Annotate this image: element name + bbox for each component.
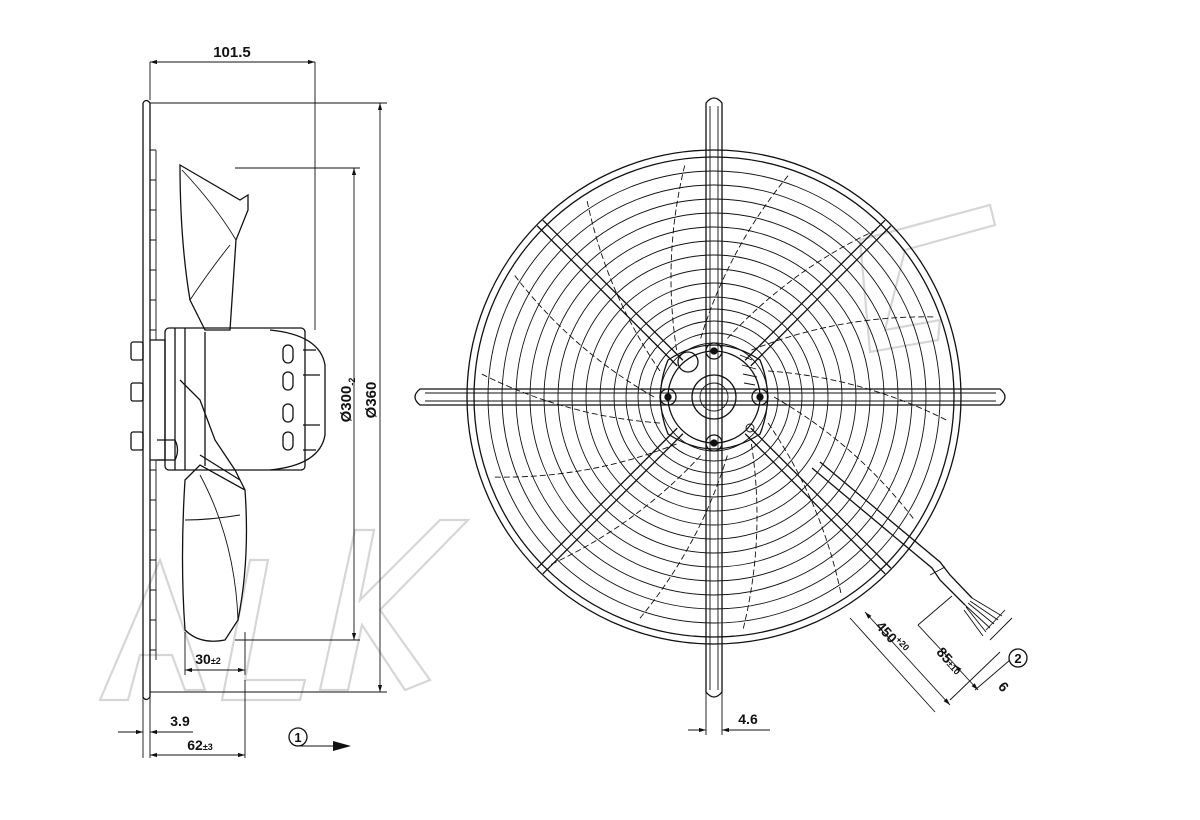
- dim-d360: Ø360: [363, 382, 380, 419]
- side-view: 101.5 Ø300-2 Ø360 30±2 3.9 62±3: [118, 44, 387, 758]
- guard-spoke: [536, 427, 684, 575]
- guard-ring: [557, 240, 871, 554]
- blade-sweep-line: [742, 443, 758, 631]
- guard-ring: [637, 320, 791, 474]
- dim-3-9: 3.9: [170, 713, 190, 729]
- guard-ring: [529, 212, 899, 582]
- guard-spoke: [744, 427, 892, 575]
- blade-sweep-line: [586, 199, 661, 372]
- guard-ring: [515, 198, 913, 596]
- blade-sweep-line: [767, 422, 842, 595]
- motor-hub: [164, 327, 306, 471]
- guard-ring: [625, 308, 803, 486]
- motor-end-cap: [269, 329, 326, 471]
- blade-sweep-line: [700, 174, 790, 339]
- callout-1: 1: [294, 730, 301, 745]
- mounting-plate: [142, 99, 151, 701]
- dim-62: 62±3: [187, 737, 213, 753]
- blade-sweep-line: [768, 370, 949, 422]
- guard-ring: [649, 332, 779, 462]
- guard-ring: [543, 226, 885, 568]
- vertical-bracket: [705, 97, 723, 698]
- guard-spoke: [744, 219, 892, 367]
- dim-d300: Ø300-2: [338, 378, 357, 423]
- blade-sweep-line: [727, 228, 879, 339]
- hub-screws: [659, 342, 769, 452]
- lower-blade: [181, 464, 248, 642]
- cable: [811, 461, 973, 606]
- guard-ring: [585, 268, 843, 526]
- dim-30: 30±2: [195, 651, 221, 667]
- blade-sweep-line: [751, 316, 935, 351]
- dim-101-5: 101.5: [213, 44, 251, 61]
- guard-ring: [599, 282, 829, 512]
- guard-spoke: [536, 219, 684, 367]
- dim-450: 450+20: [873, 617, 911, 657]
- dim-85: 85±10: [934, 644, 966, 677]
- front-view: 4.6 450+20 85±10 6 2: [414, 97, 1028, 735]
- guard-ring: [466, 149, 962, 645]
- callout-2: 2: [1014, 651, 1021, 666]
- horizontal-bracket: [414, 388, 1006, 406]
- guard-spokes: [536, 219, 892, 575]
- guard-ring: [613, 296, 815, 498]
- plate-ribs: [150, 149, 157, 660]
- guard-ring: [473, 156, 955, 638]
- upper-blade: [179, 163, 249, 331]
- blade-sweep-line: [670, 163, 686, 351]
- guard-ring: [501, 184, 927, 610]
- dim-4-6: 4.6: [738, 711, 758, 727]
- blade-sweep-line: [638, 455, 728, 620]
- blade-sweep-line: [549, 455, 701, 566]
- guard-ring: [487, 170, 941, 624]
- cable-wires: [963, 597, 1013, 641]
- blade-sweep-line: [513, 273, 655, 398]
- fan-blade-lines: [479, 163, 949, 631]
- blade-sweep-line: [493, 443, 677, 478]
- motor-vents: [282, 344, 320, 451]
- mounting-bolts: [130, 339, 179, 461]
- dim-6: 6: [995, 678, 1012, 695]
- callout-2-circle: [1008, 648, 1028, 668]
- guard-ring: [571, 254, 857, 540]
- blade-sweep-line: [479, 372, 660, 424]
- blade-sweep-line: [773, 396, 915, 521]
- guard-rings: [466, 149, 962, 645]
